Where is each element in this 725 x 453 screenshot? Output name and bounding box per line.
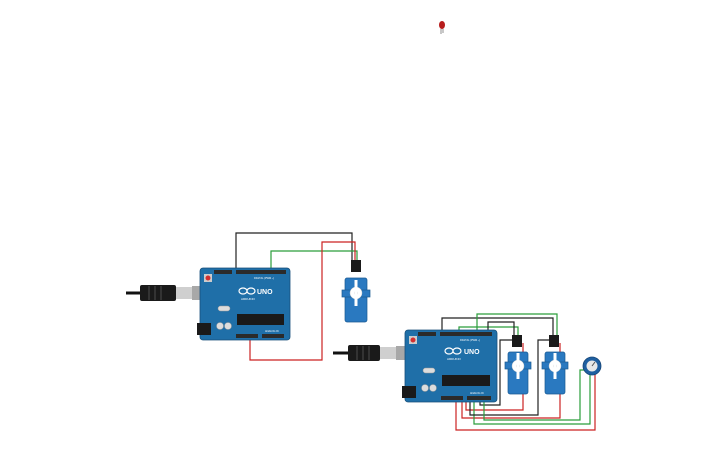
board-brand-text: ARDUINO xyxy=(447,357,462,361)
red-led[interactable] xyxy=(439,21,445,34)
usb-cable-left[interactable] xyxy=(126,285,212,301)
board-logo-text: UNO xyxy=(257,289,273,296)
wire-red-left xyxy=(249,241,356,361)
wire-black-right-2 xyxy=(487,321,515,337)
servo-motor-left[interactable] xyxy=(341,260,371,323)
board-logo-text: UNO xyxy=(464,349,480,356)
microcontroller-chip-left xyxy=(237,314,284,325)
arduino-logo-left: UNO ARDUINO xyxy=(238,287,273,301)
servo-motor-right-2[interactable] xyxy=(541,335,569,395)
arduino-logo-right: UNO ARDUINO xyxy=(444,347,480,361)
wire-black-right-1 xyxy=(441,317,554,337)
board-analog-label: ANALOG IN xyxy=(470,392,484,395)
board-brand-text: ARDUINO xyxy=(241,297,256,301)
arduino-uno-left[interactable]: UNO ARDUINO DIGITAL (PWM ~) ANALOG IN xyxy=(197,267,291,341)
wire-red-right-3 xyxy=(455,372,596,431)
power-jack-right[interactable] xyxy=(402,386,416,398)
board-header-label: DIGITAL (PWM ~) xyxy=(254,277,274,280)
board-analog-label: ANALOG IN xyxy=(265,330,279,333)
wire-black-right-3 xyxy=(469,339,554,416)
power-jack-left[interactable] xyxy=(197,323,211,335)
left-wires[interactable] xyxy=(235,232,358,361)
board-header-label: DIGITAL (PWM ~) xyxy=(460,339,480,342)
potentiometer[interactable] xyxy=(582,356,602,376)
arduino-uno-right[interactable]: UNO ARDUINO DIGITAL (PWM ~) ANALOG IN xyxy=(402,329,498,403)
servo-motor-right-1[interactable] xyxy=(504,335,532,395)
wire-green-left xyxy=(270,250,358,272)
wire-black-right-4 xyxy=(479,339,515,406)
wire-green-right-1 xyxy=(476,313,558,337)
microcontroller-chip-right xyxy=(442,375,490,386)
wire-black-left xyxy=(235,232,353,272)
wire-green-right-4 xyxy=(483,369,598,421)
wire-green-right-3 xyxy=(473,372,591,425)
